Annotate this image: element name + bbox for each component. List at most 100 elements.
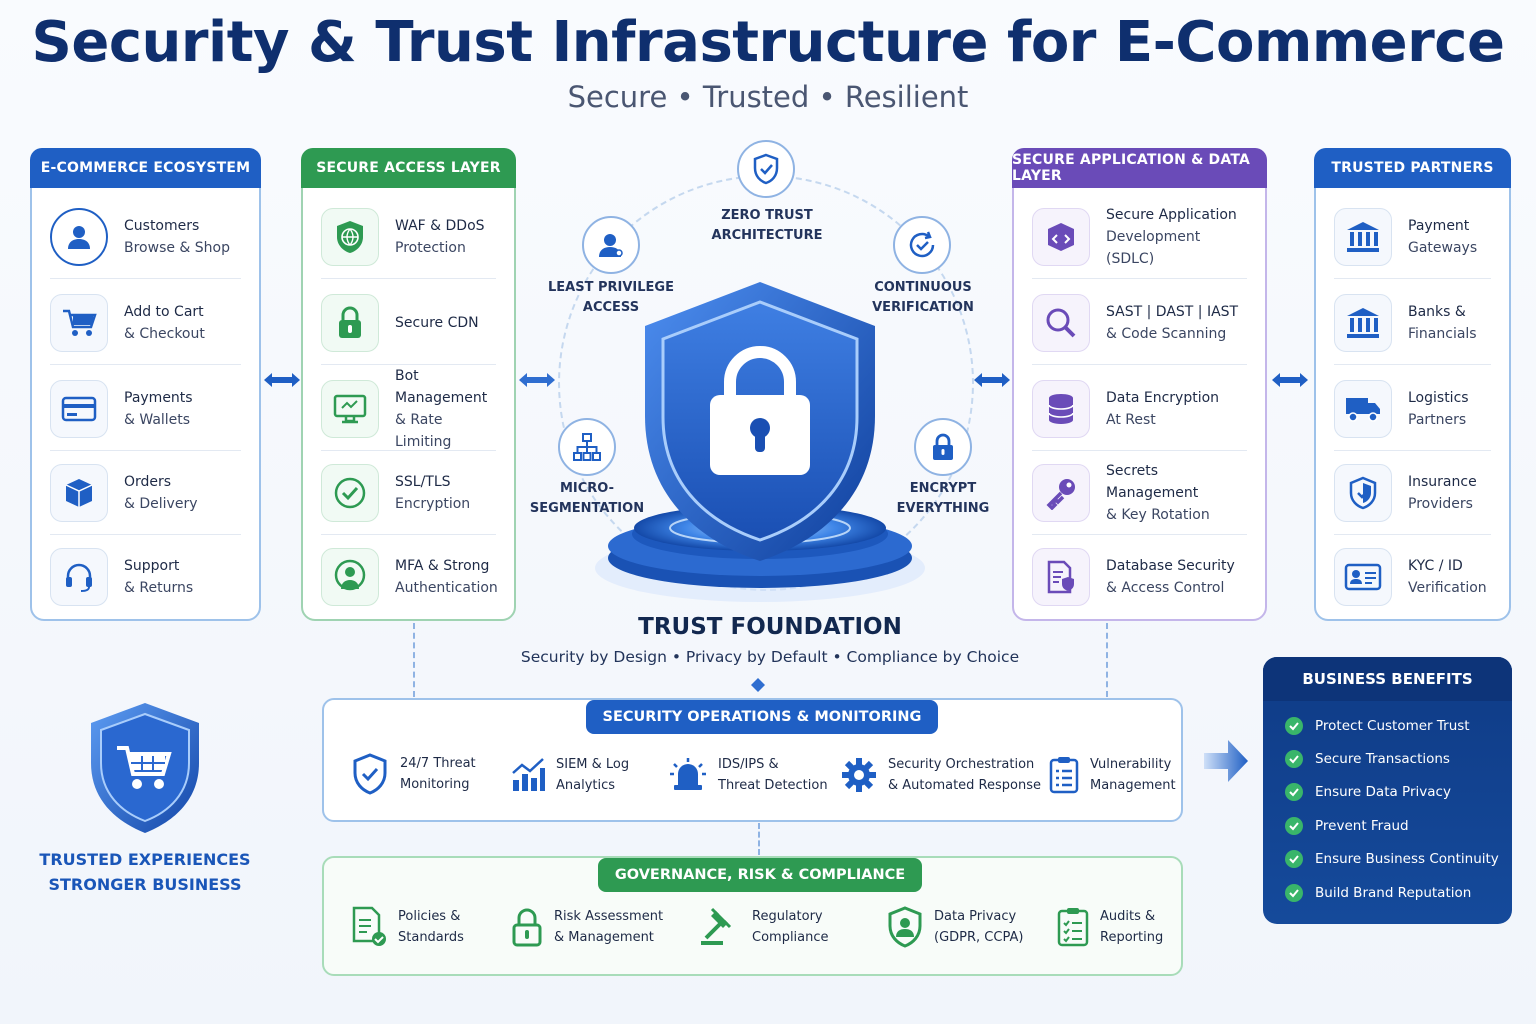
headset-icon bbox=[50, 548, 108, 606]
cart-icon bbox=[50, 293, 108, 352]
gear-icon bbox=[842, 758, 876, 792]
benefit-item: Build Brand Reputation bbox=[1285, 884, 1471, 902]
truck-icon bbox=[1334, 379, 1392, 438]
item-line1: Bot Management bbox=[395, 367, 488, 406]
item-line1: 24/7 Threat bbox=[400, 756, 476, 771]
item-line2: & Rate Limiting bbox=[395, 411, 452, 450]
item-line1: KYC / ID bbox=[1408, 558, 1463, 574]
item-line2: & Checkout bbox=[124, 325, 205, 342]
item-line2: Threat Detection bbox=[718, 778, 828, 793]
item-line1: Customers bbox=[124, 217, 200, 234]
diamond-icon bbox=[751, 678, 765, 692]
item-line2: Partners bbox=[1408, 411, 1467, 428]
grc-item: Audits &Reporting bbox=[1056, 906, 1163, 948]
item-line1: Insurance bbox=[1408, 473, 1477, 490]
item-line2: & Wallets bbox=[124, 411, 191, 428]
foundation-title: TRUST FOUNDATION bbox=[638, 614, 902, 640]
item-line1: Logistics bbox=[1408, 389, 1469, 406]
item-line2: Compliance bbox=[752, 930, 829, 945]
benefit-item: Protect Customer Trust bbox=[1285, 717, 1470, 735]
item-line1: Policies & bbox=[398, 909, 461, 924]
item-line2: & Returns bbox=[124, 580, 194, 596]
ecosystem-item: Add to Cart & Checkout bbox=[50, 281, 241, 365]
item-line2: Financials bbox=[1408, 325, 1477, 342]
secops-title: SECURITY OPERATIONS & MONITORING bbox=[586, 700, 938, 734]
bank-icon bbox=[1334, 293, 1392, 352]
item-line1: Data Encryption bbox=[1106, 389, 1220, 406]
grc-item: Data Privacy(GDPR, CCPA) bbox=[886, 906, 1023, 948]
customer-icon bbox=[50, 207, 108, 266]
double-arrow-icon bbox=[1272, 373, 1308, 387]
access-title: SECURE ACCESS LAYER bbox=[301, 148, 516, 188]
item-line2: & Automated Response bbox=[888, 778, 1041, 793]
shield-user-icon bbox=[888, 906, 922, 948]
item-line1: Data Privacy bbox=[934, 909, 1017, 924]
foundation-subtitle: Security by Design • Privacy by Default … bbox=[520, 648, 1020, 666]
secops-item: IDS/IPS & Threat Detection bbox=[668, 754, 828, 796]
padlock-icon bbox=[914, 418, 972, 476]
item-line1: SAST | DAST | IAST bbox=[1106, 303, 1239, 320]
page-subtitle: Secure • Trusted • Resilient bbox=[567, 80, 969, 114]
benefit-item: Ensure Data Privacy bbox=[1285, 783, 1451, 801]
item-line2: Providers bbox=[1408, 495, 1473, 512]
item-line2: & Code Scanning bbox=[1106, 325, 1227, 342]
item-line1: IDS/IPS & bbox=[718, 757, 779, 772]
secops-item: Security Orchestration& Automated Respon… bbox=[840, 754, 1041, 796]
key-icon bbox=[1032, 463, 1090, 522]
check-icon bbox=[1285, 783, 1303, 801]
grc-item: Policies & Standards bbox=[350, 906, 464, 948]
doc-shield-icon bbox=[1032, 548, 1090, 606]
ecosystem-title: E-COMMERCE ECOSYSTEM bbox=[30, 148, 261, 188]
item-line1: WAF & DDoS bbox=[395, 217, 485, 234]
check-icon bbox=[1285, 750, 1303, 768]
item-line2: Management bbox=[1090, 778, 1176, 793]
ecosystem-item: Support& Returns bbox=[50, 535, 241, 619]
item-line2: Standards bbox=[398, 930, 464, 945]
ecosystem-item: Payments & Wallets bbox=[50, 367, 241, 451]
user-key-icon bbox=[582, 216, 640, 274]
item-line1: Add to Cart bbox=[124, 303, 204, 320]
benefit-item: Prevent Fraud bbox=[1285, 817, 1409, 835]
item-line1: Secure CDN bbox=[395, 314, 479, 331]
item-line2: Development (SDLC) bbox=[1106, 228, 1201, 267]
access-item: Secure CDN bbox=[321, 281, 496, 365]
item-line2: & Delivery bbox=[124, 495, 198, 512]
item-line2: Verification bbox=[1408, 580, 1487, 596]
lock-icon bbox=[321, 293, 379, 352]
appdata-item: SAST | DAST | IAST & Code Scanning bbox=[1032, 281, 1247, 365]
item-line1: Database Security bbox=[1106, 558, 1235, 574]
appdata-panel: SECURE APPLICATION & DATA LAYER Secure A… bbox=[1012, 148, 1267, 621]
database-icon bbox=[1032, 379, 1090, 438]
item-line2: Monitoring bbox=[400, 777, 470, 792]
double-arrow-icon bbox=[519, 373, 555, 387]
benefit-item: Secure Transactions bbox=[1285, 750, 1450, 768]
item-line1: Payment bbox=[1408, 217, 1470, 234]
globe-shield-icon bbox=[321, 207, 379, 266]
item-line1: Secure Application bbox=[1106, 206, 1237, 223]
bank-icon bbox=[1334, 207, 1392, 266]
item-line1: Payments bbox=[124, 389, 193, 406]
item-line2: & Access Control bbox=[1106, 580, 1225, 596]
item-line1: Orders bbox=[124, 473, 172, 490]
benefits-panel: BUSINESS BENEFITS Protect Customer Trust… bbox=[1263, 657, 1512, 924]
access-item: Bot Management & Rate Limiting bbox=[321, 367, 496, 451]
item-line1: Regulatory bbox=[752, 909, 823, 924]
partner-item: Banks &Financials bbox=[1334, 281, 1491, 365]
partners-title: TRUSTED PARTNERS bbox=[1314, 148, 1511, 188]
appdata-title: SECURE APPLICATION & DATA LAYER bbox=[1012, 148, 1267, 188]
grc-item: Risk Assessment& Management bbox=[510, 906, 663, 948]
checklist-icon bbox=[1049, 757, 1079, 794]
connector-line bbox=[413, 623, 415, 697]
alarm-icon bbox=[670, 758, 706, 790]
shield-check-icon bbox=[353, 753, 387, 795]
ecosystem-item: Orders & Delivery bbox=[50, 451, 241, 535]
